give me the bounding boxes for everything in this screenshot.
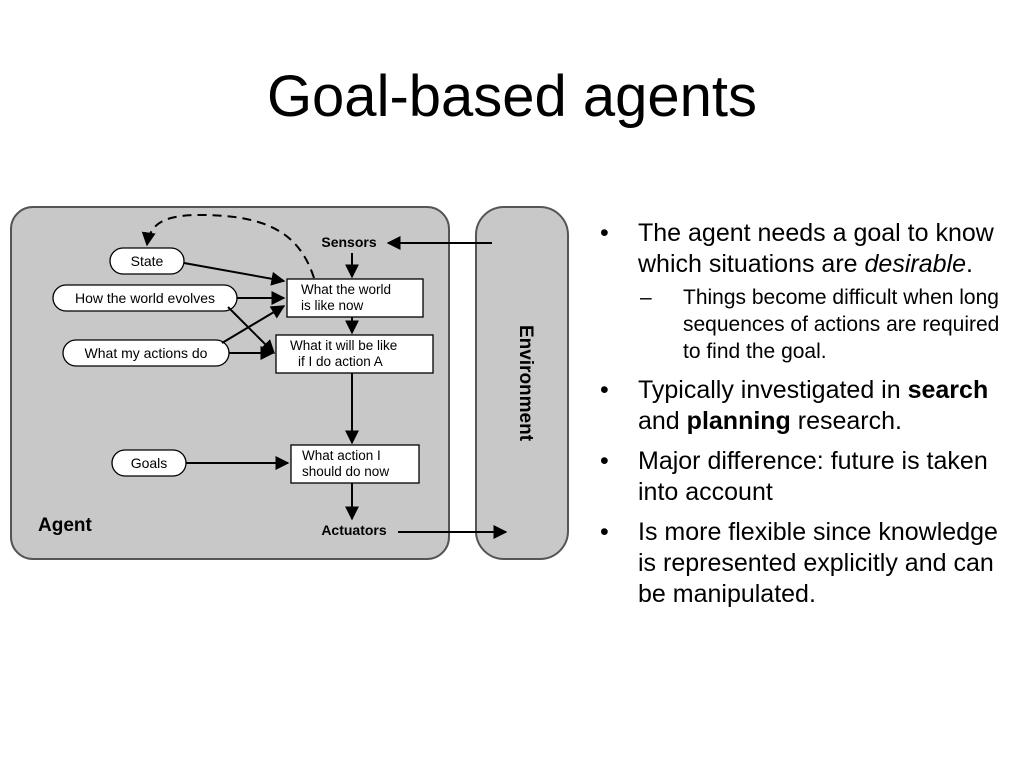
- bullet-marker: •: [600, 447, 609, 475]
- action-now-line2: should do now: [302, 464, 389, 479]
- agent-diagram: Environment Agent Sensors Actuators Stat…: [0, 195, 580, 575]
- bullet-goal-emphasis: desirable: [864, 250, 966, 278]
- bullet-future-text: Major difference: future is taken into a…: [638, 447, 988, 506]
- bullet-search-part3: research.: [790, 407, 902, 435]
- action-now-box: [290, 444, 420, 484]
- sub-bullet-difficult: – Things become difficult when long sequ…: [598, 284, 1008, 365]
- bullet-goal-part2: .: [965, 250, 973, 278]
- bullet-flexible: • Is more flexible since knowledge is re…: [598, 517, 1008, 610]
- agent-panel: [10, 206, 450, 560]
- action-now-line1: What action I: [302, 448, 381, 463]
- environment-label: Environment: [515, 325, 536, 442]
- bullet-goal: • The agent needs a goal to know which s…: [598, 218, 1008, 365]
- world-now-line2: is like now: [301, 298, 364, 313]
- actuators-label: Actuators: [321, 522, 387, 538]
- agent-diagram-svg: Environment Agent Sensors Actuators Stat…: [10, 206, 569, 560]
- bullet-goal-text: The agent needs a goal to know which sit…: [638, 219, 994, 278]
- will-be-line2: if I do action A: [298, 354, 383, 369]
- environment-panel: [475, 206, 569, 560]
- state-node-label: State: [131, 253, 164, 269]
- world-now-box: [286, 278, 424, 318]
- diagram-arrows: [141, 213, 508, 539]
- bullet-search-bold: search: [907, 376, 989, 404]
- world-evolves-node-label: How the world evolves: [75, 290, 215, 306]
- bullet-future: • Major difference: future is taken into…: [598, 446, 1008, 508]
- actions-to-world-arrow: [221, 305, 286, 344]
- evolves-to-willbe-arrow: [227, 306, 275, 354]
- will-be-box: [275, 334, 434, 374]
- world-to-state-dashed-arrow: [141, 213, 315, 279]
- bullet-marker: •: [600, 518, 609, 546]
- state-to-world-arrow: [183, 262, 286, 286]
- bullet-search-planning: • Typically investigated in search and p…: [598, 375, 1008, 437]
- state-node: [109, 247, 185, 275]
- sub-bullet-marker: –: [640, 286, 652, 309]
- bullet-goal-part1: The agent needs a goal to know which sit…: [638, 219, 994, 278]
- bullet-planning-bold: planning: [686, 407, 791, 435]
- bullet-marker: •: [600, 376, 609, 404]
- will-be-line1: What it will be like: [290, 338, 397, 353]
- bullet-flexible-text: Is more flexible since knowledge is repr…: [638, 518, 998, 608]
- agent-label: Agent: [38, 515, 93, 536]
- slide-title: Goal-based agents: [266, 64, 758, 129]
- bullet-search-planning-text: Typically investigated in search and pla…: [638, 376, 988, 435]
- sensors-label: Sensors: [321, 234, 376, 250]
- actions-do-node-label: What my actions do: [85, 345, 208, 361]
- world-now-line1: What the world: [301, 282, 391, 297]
- bullet-search-part2: and: [638, 407, 687, 435]
- goals-node-label: Goals: [131, 455, 168, 471]
- sub-bullet-difficult-text: Things become difficult when long sequen…: [683, 286, 1000, 363]
- bullet-search-part1: Typically investigated in: [638, 376, 908, 404]
- bullet-list: • The agent needs a goal to know which s…: [598, 218, 1008, 619]
- bullet-marker: •: [600, 219, 609, 247]
